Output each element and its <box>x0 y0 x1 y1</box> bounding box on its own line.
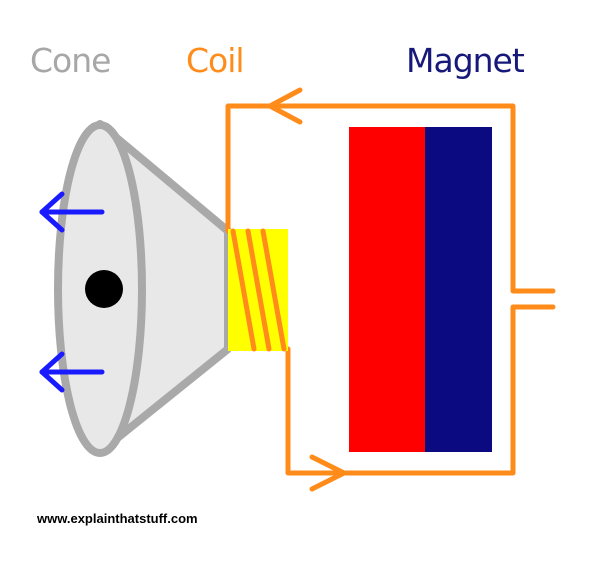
motion-arrows <box>39 191 105 393</box>
wire-top-loop <box>225 103 556 294</box>
coil-label: Coil <box>186 41 245 80</box>
magnet-red-pole <box>349 127 425 452</box>
current-arrow-left-icon <box>267 87 303 125</box>
source-credit: www.explainthatstuff.com <box>37 511 198 526</box>
left-arrow-icon <box>39 351 105 393</box>
cone-center-dot <box>85 270 123 308</box>
circuit-wire <box>225 87 556 492</box>
coil-windings <box>230 228 287 352</box>
cone-label: Cone <box>30 41 111 80</box>
wire-bottom-loop <box>285 304 556 476</box>
magnet <box>349 127 492 452</box>
magnet-blue-pole <box>425 127 492 452</box>
current-arrow-right-icon <box>309 454 347 492</box>
magnet-label: Magnet <box>406 41 525 80</box>
left-arrow-icon <box>39 191 105 233</box>
speaker-cone <box>54 120 232 457</box>
voice-coil <box>228 228 288 352</box>
